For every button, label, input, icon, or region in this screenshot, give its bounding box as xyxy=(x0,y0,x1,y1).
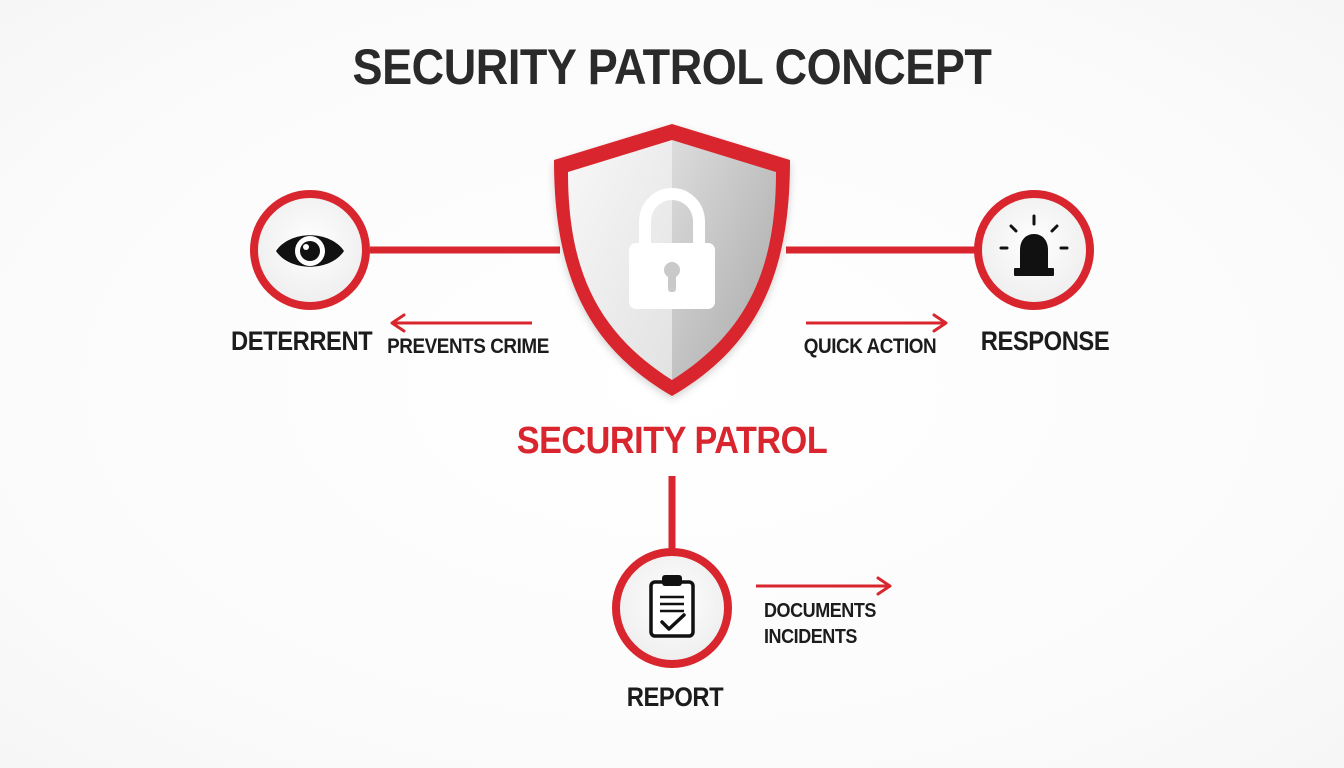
shield-lock-icon xyxy=(554,124,790,396)
arrow-documents-incidents xyxy=(756,576,892,596)
deterrent-node xyxy=(250,190,370,310)
incidents-text: INCIDENTS xyxy=(764,626,857,648)
arrow-quick-action xyxy=(806,313,948,333)
response-node xyxy=(974,190,1094,310)
quick-action-text: QUICK ACTION xyxy=(803,335,937,358)
report-label: REPORT xyxy=(626,682,724,712)
prevents-crime-text: PREVENTS CRIME xyxy=(387,335,549,358)
documents-text: DOCUMENTS xyxy=(764,600,876,622)
clipboard-check-icon xyxy=(649,575,695,638)
deterrent-label: DETERRENT xyxy=(231,326,373,356)
eye-icon xyxy=(276,235,344,267)
siren-icon xyxy=(999,214,1069,276)
page-title: SECURITY PATROL CONCEPT xyxy=(352,39,992,95)
center-label: SECURITY PATROL xyxy=(516,420,828,462)
arrow-prevents-crime xyxy=(390,313,532,333)
response-label: RESPONSE xyxy=(980,326,1110,356)
documents-incidents-text: DOCUMENTS INCIDENTS xyxy=(764,598,890,650)
report-node xyxy=(612,548,732,668)
